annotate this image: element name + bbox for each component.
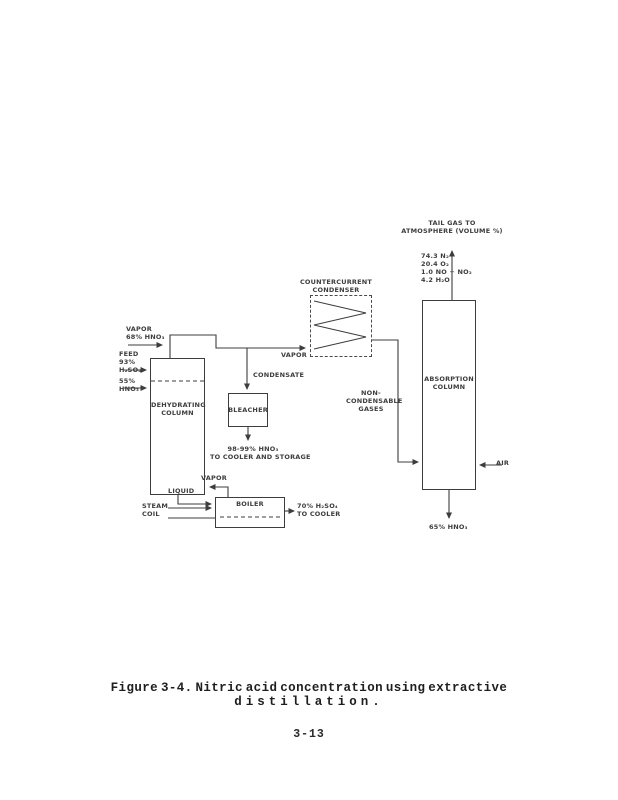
- weak-acid-feed-label: 55% HNO₃: [119, 377, 140, 393]
- condenser-label: COUNTERCURRENT CONDENSER: [299, 278, 373, 294]
- vapor-feed-label: VAPOR 68% HNO₃: [126, 325, 165, 341]
- acid-feed-label: FEED 93% H₂SO₄: [119, 350, 142, 374]
- bleacher-label: BLEACHER: [228, 406, 268, 414]
- bottoms-label: 65% HNO₃: [429, 523, 468, 531]
- vapor-to-condenser-label: VAPOR: [281, 351, 307, 359]
- page-number: 3-13: [293, 728, 325, 741]
- air-label: AIR: [496, 459, 510, 467]
- sulfuric-out-label: 70% H₂SO₄ TO COOLER: [297, 502, 341, 518]
- absorption-column: ABSORPTION COLUMN: [422, 300, 476, 490]
- tail-gas-composition: 74.3 N₂ 20.4 O₂ 1.0 NO + NO₂ 4.2 H₂O: [421, 252, 472, 284]
- noncondensable-label: NON- CONDENSABLE GASES: [346, 389, 403, 413]
- pipe-noncondensable: [372, 339, 419, 465]
- dehydrating-column-label: DEHYDRATING COLUMN: [151, 401, 206, 417]
- pipe-overhead-vapor: [169, 334, 247, 358]
- vapor-return-label: VAPOR: [201, 474, 227, 482]
- steam-coil-label: STEAM COIL: [142, 502, 169, 518]
- condenser-coil-zigzag: [313, 300, 367, 350]
- liquid-label: LIQUID: [168, 487, 195, 495]
- condensate-label: CONDENSATE: [253, 371, 305, 379]
- product-acid-label: 98-99% HNO₃ TO COOLER AND STORAGE: [210, 445, 311, 461]
- bleacher: BLEACHER: [228, 393, 268, 427]
- dehydrating-column: DEHYDRATING COLUMN: [150, 358, 206, 495]
- countercurrent-condenser: [310, 295, 372, 357]
- tail-gas-label: TAIL GAS TO ATMOSPHERE (VOLUME %): [401, 219, 503, 235]
- boiler: BOILER: [215, 497, 285, 528]
- pipe-liquid: [177, 495, 212, 507]
- figure-caption-line1: Figure 3-4. Nitric acid concentration us…: [110, 681, 508, 695]
- pipe-vapor-return: [209, 484, 229, 497]
- absorption-column-label: ABSORPTION COLUMN: [424, 375, 474, 391]
- figure-caption-line2: distillation.: [234, 695, 384, 709]
- figure-caption: Figure 3-4. Nitric acid concentration us…: [0, 681, 618, 709]
- boiler-label: BOILER: [236, 500, 264, 508]
